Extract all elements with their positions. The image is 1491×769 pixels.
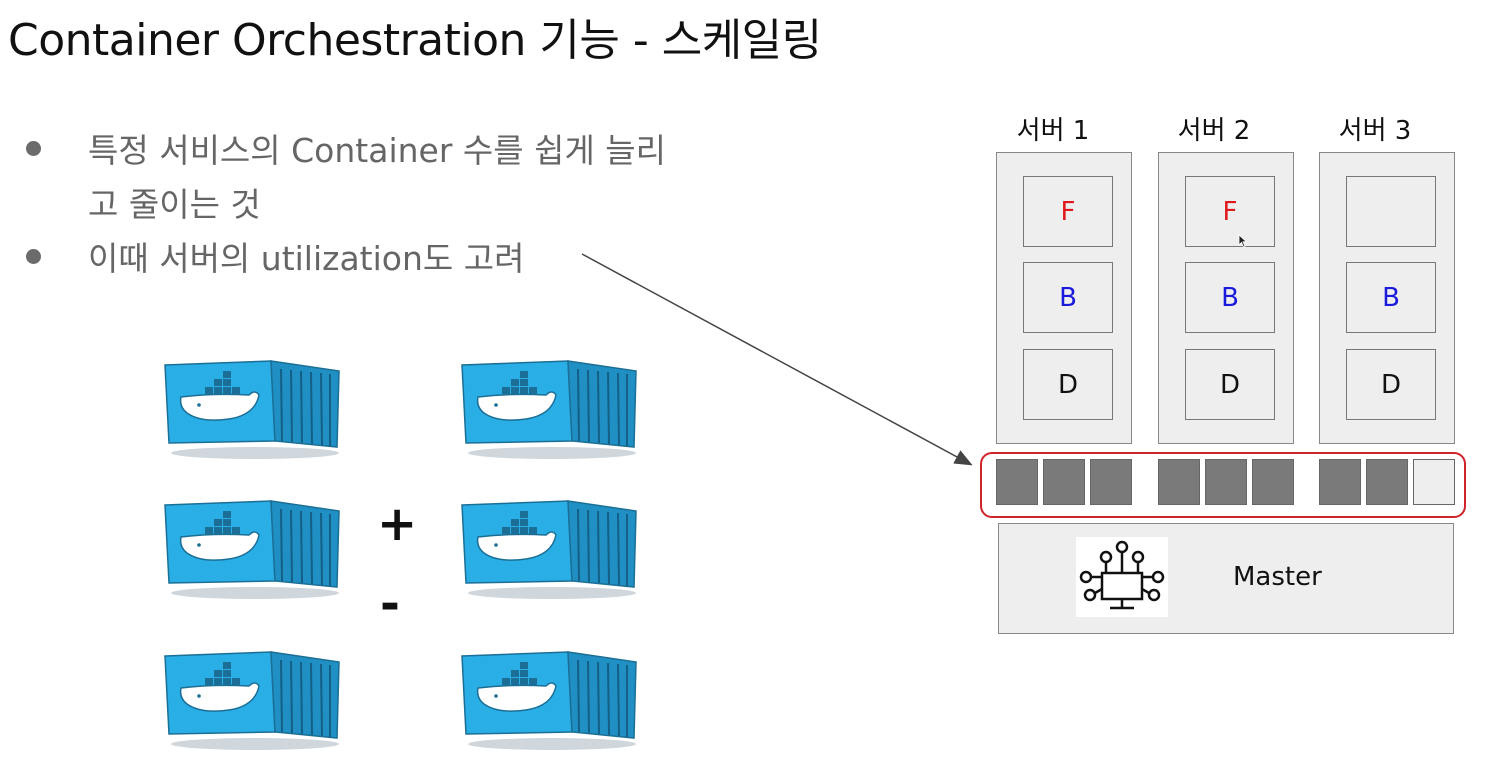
- service-box-d: D: [1185, 349, 1275, 420]
- bullet-dot-icon: [26, 141, 41, 156]
- server-column-1: F B D: [996, 152, 1132, 444]
- utilization-highlight: [980, 452, 1466, 518]
- used-slot: [1366, 459, 1408, 505]
- used-slot: [1158, 459, 1200, 505]
- service-box-b: B: [1023, 262, 1113, 333]
- used-slot: [1043, 459, 1085, 505]
- mouse-cursor-icon: [1238, 234, 1248, 248]
- docker-container-icon: [460, 648, 640, 756]
- bullet-list: 특정 서비스의 Container 수를 쉽게 늘리고 줄이는 것 이때 서버의…: [26, 124, 688, 286]
- docker-container-icon: [460, 357, 640, 465]
- free-slot: [1413, 459, 1455, 505]
- server-column-2: F B D: [1158, 152, 1294, 444]
- bullet-item-1: 특정 서비스의 Container 수를 쉽게 늘리고 줄이는 것: [26, 124, 688, 232]
- used-slot: [1319, 459, 1361, 505]
- used-slot: [1205, 459, 1247, 505]
- service-box-b: B: [1185, 262, 1275, 333]
- master-node: Master: [998, 523, 1454, 634]
- page-title: Container Orchestration 기능 - 스케일링: [8, 15, 822, 66]
- server-column-3: B D: [1319, 152, 1455, 444]
- server-label-3: 서버 3: [1338, 116, 1412, 146]
- docker-container-icon: [163, 497, 343, 605]
- used-slot: [1252, 459, 1294, 505]
- network-monitor-icon: [1076, 537, 1168, 617]
- bullet-text-2: 이때 서버의 utilization도 고려: [88, 239, 525, 278]
- docker-container-icon: [163, 357, 343, 465]
- docker-container-icon: [460, 497, 640, 605]
- bullet-dot-icon: [26, 249, 41, 264]
- server-label-2: 서버 2: [1177, 116, 1251, 146]
- bullet-text-1: 특정 서비스의 Container 수를 쉽게 늘리고 줄이는 것: [88, 131, 667, 224]
- service-box-d: D: [1023, 349, 1113, 420]
- service-box-b: B: [1346, 262, 1436, 333]
- service-box-d: D: [1346, 349, 1436, 420]
- bullet-item-2: 이때 서버의 utilization도 고려: [26, 232, 688, 286]
- service-box-f: F: [1023, 176, 1113, 247]
- used-slot: [1090, 459, 1132, 505]
- minus-sign: -: [380, 576, 400, 632]
- service-box-empty: [1346, 176, 1436, 247]
- service-box-f: F: [1185, 176, 1275, 247]
- plus-sign: +: [377, 496, 418, 552]
- server-label-1: 서버 1: [1016, 116, 1090, 146]
- docker-container-icon: [163, 648, 343, 756]
- master-label: Master: [1233, 562, 1322, 592]
- used-slot: [996, 459, 1038, 505]
